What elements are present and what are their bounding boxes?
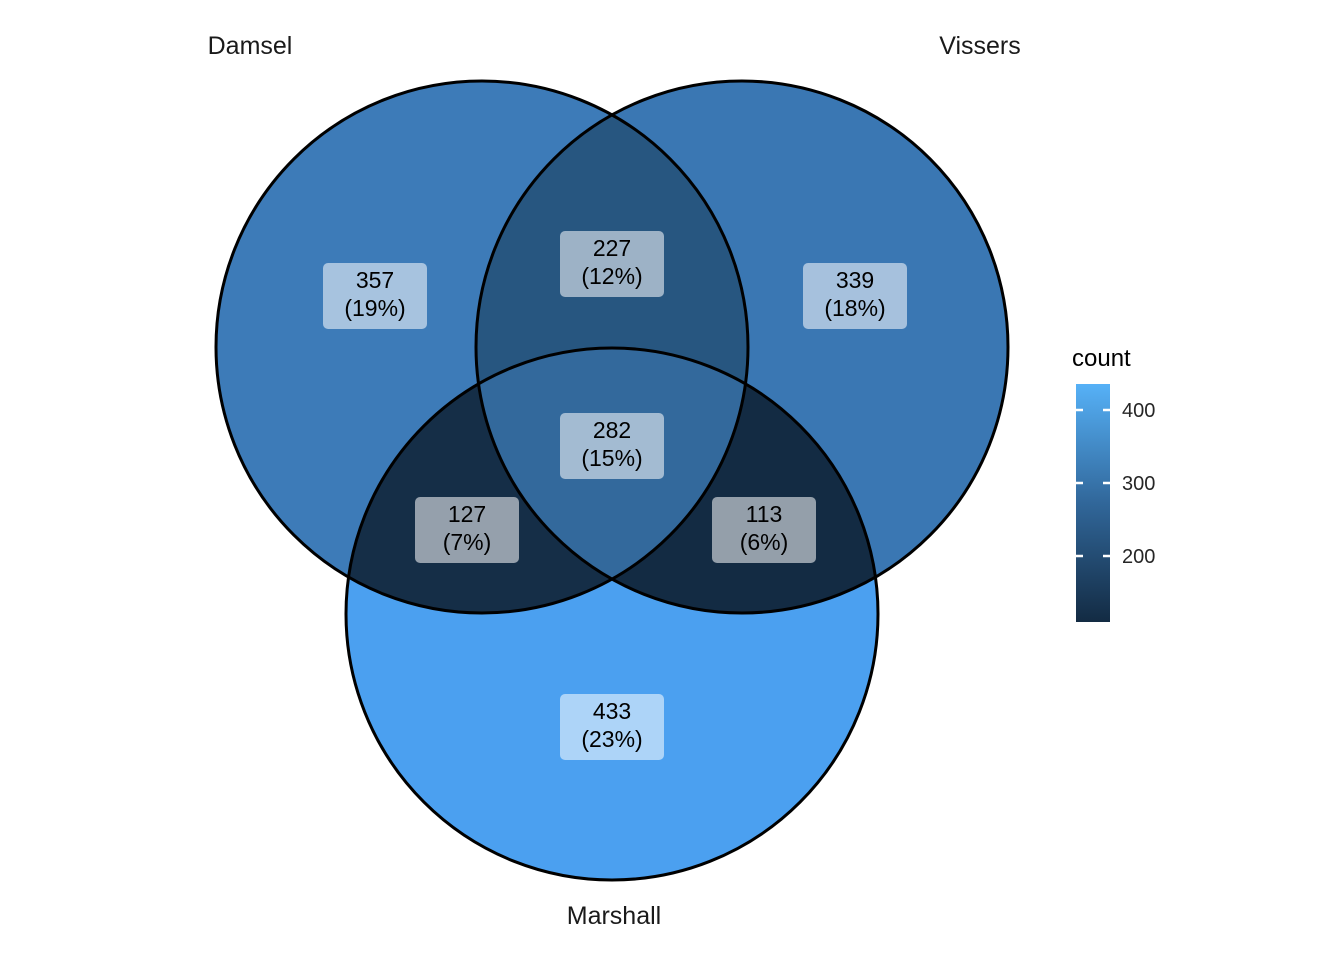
label-box (560, 231, 664, 297)
label-box (323, 263, 427, 329)
circle-outline-marshall (344, 346, 880, 882)
region-percent: (23%) (581, 726, 642, 752)
region-percent: (6%) (740, 529, 789, 555)
legend-tick-label-200: 200 (1122, 546, 1155, 568)
set-label-vissers: Vissers (939, 32, 1021, 60)
region-count: 113 (746, 501, 783, 527)
circle-outline-vissers (474, 79, 1010, 615)
region-percent: (12%) (581, 263, 642, 289)
region-label-damsel-marshall: 127 (7%) (415, 497, 519, 563)
region-label-vissers-only: 339 (18%) (803, 263, 907, 329)
circle-outline-damsel (214, 79, 750, 615)
legend-tick-label-400: 400 (1122, 400, 1155, 422)
region-count: 357 (356, 267, 394, 293)
set-label-marshall: Marshall (567, 902, 661, 930)
region-percent: (18%) (824, 295, 885, 321)
label-box (415, 497, 519, 563)
region-percent: (7%) (443, 529, 492, 555)
label-box (803, 263, 907, 329)
set-label-damsel: Damsel (208, 32, 293, 60)
legend-gradient-bar (1076, 384, 1110, 622)
label-box (560, 694, 664, 760)
region-count: 282 (593, 417, 631, 443)
legend-title: count (1072, 345, 1131, 372)
label-box (560, 413, 664, 479)
region-label-marshall-only: 433 (23%) (560, 694, 664, 760)
legend-tick-label-300: 300 (1122, 473, 1155, 495)
region-percent: (15%) (581, 445, 642, 471)
label-box (712, 497, 816, 563)
legend: count 400 300 200 (1072, 345, 1155, 622)
region-label-vissers-marshall: 113 (6%) (712, 497, 816, 563)
region-count: 339 (836, 267, 874, 293)
region-label-damsel-only: 357 (19%) (323, 263, 427, 329)
region-label-all-three: 282 (15%) (560, 413, 664, 479)
region-percent: (19%) (344, 295, 405, 321)
region-label-damsel-vissers: 227 (12%) (560, 231, 664, 297)
region-count: 433 (593, 698, 631, 724)
region-count: 127 (448, 501, 486, 527)
region-count: 227 (593, 235, 631, 261)
